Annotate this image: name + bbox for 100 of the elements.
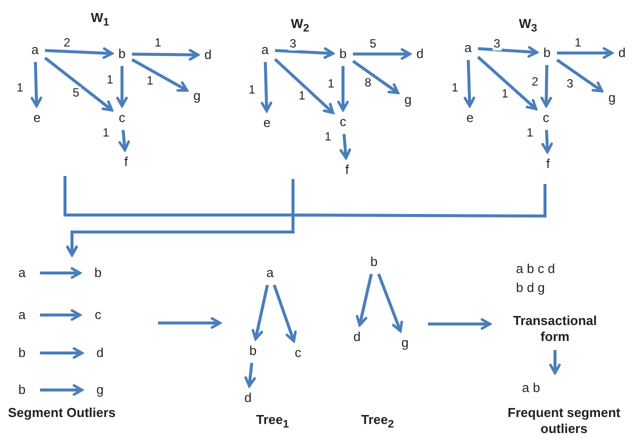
arrow xyxy=(464,60,476,108)
transaction-row-text: a b c d xyxy=(516,261,556,277)
vertex-label: f xyxy=(340,162,354,178)
arrow xyxy=(356,274,373,326)
vertex-label: b xyxy=(246,343,260,359)
arrow xyxy=(377,273,404,332)
arrow xyxy=(272,284,297,342)
vertex-label: g xyxy=(398,335,412,351)
arrow xyxy=(428,318,492,330)
edge-label: 2 xyxy=(62,36,72,50)
section-heading: Transactional form xyxy=(512,313,598,345)
arrow xyxy=(477,56,538,110)
vertex-label: a xyxy=(28,42,42,58)
arrow xyxy=(118,130,130,152)
vertex-label: e xyxy=(30,110,44,126)
section-heading: Segment Outliers xyxy=(8,405,117,421)
arrow xyxy=(44,56,114,112)
section-heading: Tree$_{1}$ xyxy=(255,412,290,433)
vertex-label: g xyxy=(93,382,107,398)
vertex-label: b xyxy=(15,382,29,398)
edge-label: 1 xyxy=(298,90,306,102)
arrow xyxy=(40,347,84,359)
arrow xyxy=(260,62,272,112)
itemset-text: a b xyxy=(522,380,542,396)
arrow xyxy=(66,184,546,256)
vertex-label: c xyxy=(539,110,553,126)
graph-title: W$_{3}$ xyxy=(518,16,538,37)
vertex-label: c xyxy=(91,307,105,323)
edge-label: 1 xyxy=(450,82,460,94)
arrow xyxy=(30,62,42,108)
edge-label: 3 xyxy=(288,38,298,50)
vertex-label: b xyxy=(367,254,381,270)
vertex-label: c xyxy=(291,345,305,361)
arrow xyxy=(244,362,256,388)
edge-label: 1 xyxy=(574,36,582,50)
arrow xyxy=(158,317,222,329)
vertex-label: f xyxy=(119,154,133,170)
edge-label: 5 xyxy=(368,38,378,50)
vertex-label: g xyxy=(401,92,415,108)
arrow xyxy=(40,384,84,396)
vertex-label: e xyxy=(260,115,274,131)
arrow xyxy=(557,47,614,59)
vertex-label: d xyxy=(615,45,629,61)
vertex-label: g xyxy=(605,90,619,106)
section-heading: Tree$_{2}$ xyxy=(360,412,395,433)
edge-label: 1 xyxy=(326,78,336,90)
arrow xyxy=(549,350,561,374)
arrow xyxy=(541,130,553,154)
edge-label: 1 xyxy=(102,126,110,140)
arrow xyxy=(44,47,114,59)
vertex-label: c xyxy=(336,114,350,130)
vertex-label: e xyxy=(463,110,477,126)
arrow xyxy=(340,134,352,160)
edge-label: 8 xyxy=(364,76,372,90)
arrow xyxy=(337,66,349,112)
vertex-label: a xyxy=(15,307,29,323)
vertex-label: d xyxy=(413,46,427,62)
arrow xyxy=(478,46,538,58)
edge-label: 5 xyxy=(72,86,80,100)
arrow xyxy=(274,47,334,59)
vertex-label: f xyxy=(541,156,555,172)
arrow xyxy=(540,64,552,108)
arrow xyxy=(353,48,412,60)
vertex-label: g xyxy=(190,88,204,104)
vertex-label: a xyxy=(15,265,29,281)
arrow xyxy=(132,49,200,61)
edge-label: 1 xyxy=(146,74,154,88)
arrow xyxy=(131,58,188,92)
arrow xyxy=(252,284,269,340)
edge-label: 1 xyxy=(526,126,534,140)
vertex-label: d xyxy=(350,329,364,345)
edge-label: 1 xyxy=(16,82,24,94)
edge-label: 1 xyxy=(324,130,332,144)
vertex-label: d xyxy=(93,345,107,361)
edge-label: 3 xyxy=(492,38,502,50)
arrow xyxy=(352,60,400,94)
transaction-row-text: b d g xyxy=(516,280,546,296)
vertex-label: d xyxy=(201,47,215,63)
edge-label: 2 xyxy=(530,76,540,88)
section-heading: Frequent segment outliers xyxy=(506,405,622,437)
vertex-label: b xyxy=(336,46,350,62)
vertex-label: a xyxy=(263,265,277,281)
graph-title: W$_{1}$ xyxy=(90,10,110,31)
vertex-label: a xyxy=(461,40,475,56)
arrow xyxy=(556,58,604,92)
vertex-label: b xyxy=(91,265,105,281)
arrow xyxy=(116,66,128,108)
edge-label: 3 xyxy=(566,78,574,90)
vertex-label: b xyxy=(115,46,129,62)
vertex-label: a xyxy=(258,42,272,58)
arrow xyxy=(40,309,82,321)
edge-label: 1 xyxy=(106,74,114,86)
arrow xyxy=(40,267,82,279)
edge-label: 1 xyxy=(500,88,510,100)
edge-label: 1 xyxy=(154,36,162,50)
vertex-label: d xyxy=(241,390,255,406)
graph-title: W$_{2}$ xyxy=(290,16,310,37)
vertex-label: b xyxy=(540,45,554,61)
edge-label: 1 xyxy=(248,84,256,96)
vertex-label: c xyxy=(115,110,129,126)
